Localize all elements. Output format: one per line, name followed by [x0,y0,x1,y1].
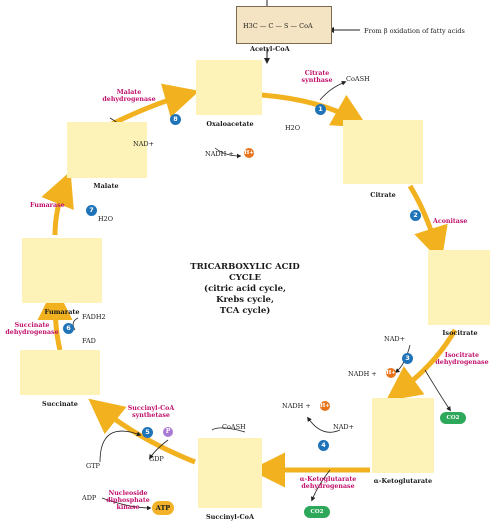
enzyme-isocitrate-dh: Isocitrate dehydrogenase [435,352,489,367]
citrate-name: Citrate [370,191,396,199]
acetyl-coa-box: H3C — C — S — CoA [236,6,332,44]
oxaloacetate-box [196,60,262,115]
arrow-step8 [108,83,200,128]
coash-label-5: CoASH [222,423,246,431]
enzyme-ndk: Nucleoside diphosphate kinase [106,490,150,512]
nad-label-3: NAD+ [384,335,406,343]
arrow-step6 [37,285,73,351]
hplus-4: H+ [320,401,330,411]
acetyl-coa-formula: H3C — C — S — CoA [243,22,313,30]
enzyme-succinate-dh: Succinate dehydrogenase [5,322,59,337]
coash-label-1: CoASH [346,75,370,83]
fumarate-box [22,238,102,303]
oxaloacetate-name: Oxaloacetate [206,120,254,128]
step-2-badge: 2 [410,210,421,221]
enzyme-malate-dh: Malate dehydrogenase [102,89,156,104]
co2-3: CO2 [440,412,466,424]
step-8-badge: 8 [170,114,181,125]
enzyme-citrate-synthase: Citrate synthase [301,70,333,85]
hplus-8: H+ [244,148,254,158]
h2o-label-2: H2O [98,215,114,223]
gtp-label: GTP [86,462,100,470]
beta-oxidation-note: From β oxidation of fatty acids [364,27,465,35]
malate-box [67,122,147,178]
fadh2-label: FADH2 [82,313,106,321]
ketoglutarate-name: α-Ketoglutarate [373,477,433,485]
gdp-label: GDP [149,455,164,463]
nadh-label-4: NADH + [282,402,311,410]
enzyme-fumarase: Fumarase [30,202,65,209]
cycle-title: TRICARBOXYLIC ACID CYCLE (citric acid cy… [190,262,300,317]
enzyme-succinyl-synthetase: Succinyl-CoA synthetase [127,405,175,420]
step-3-badge: 3 [402,353,413,364]
arrow-step5 [88,398,196,465]
succinate-box [20,350,100,395]
arrow-step1 [261,92,369,128]
arrow-step7 [41,171,74,236]
ketoglutarate-box [372,398,434,473]
step-6-badge: 6 [63,323,74,334]
co2-4: CO2 [304,506,330,518]
arrow-step2 [407,184,448,263]
nad-label-8: NAD+ [133,140,155,148]
atp-pill: ATP [152,501,174,515]
succinate-name: Succinate [42,400,78,408]
step-5-badge: 5 [142,427,153,438]
hplus-3: H+ [386,368,396,378]
nad-label-4: NAD+ [333,423,355,431]
step-4-badge: 4 [318,440,329,451]
fad-label: FAD [82,337,96,345]
isocitrate-box [428,250,490,325]
acetyl-coa-name: Acetyl-CoA [250,45,290,53]
arrow-step3 [385,328,458,401]
adp-label: ADP [82,494,97,502]
succinylcoa-box [198,438,262,508]
enzyme-aconitase: Aconitase [433,218,468,225]
fumarate-name: Fumarate [44,308,80,316]
h2o-label-1: H2O [285,124,301,132]
citrate-box [343,120,423,184]
phosphate-pill: P [163,427,173,437]
step-1-badge: 1 [315,104,326,115]
nadh-label-8: NADH + [205,150,234,158]
step-7-badge: 7 [86,205,97,216]
nadh-label-3: NADH + [348,370,377,378]
malate-name: Malate [93,182,119,190]
isocitrate-name: Isocitrate [442,329,478,337]
succinylcoa-name: Succinyl-CoA [205,513,255,521]
enzyme-akg-dh: α-Ketoglutarate dehydrogenase [299,476,357,491]
